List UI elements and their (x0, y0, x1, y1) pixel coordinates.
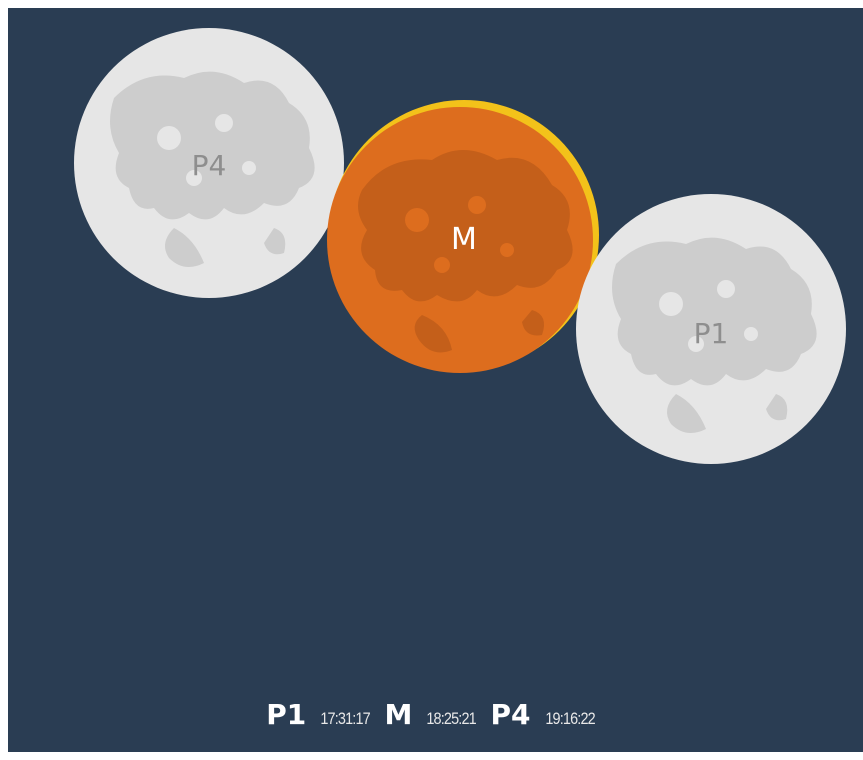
timeline-p1-time: 17:31:17 (320, 709, 371, 728)
eclipse-diagram: P4 M (8, 8, 863, 752)
moon-m-graphic (327, 100, 599, 373)
moon-p1-graphic (576, 194, 846, 464)
moon-label-m: M (451, 222, 477, 257)
timeline-p1-label: P1 (266, 698, 307, 731)
moon-p4-graphic (74, 28, 344, 298)
timeline-p4-label: P4 (490, 698, 531, 731)
contact-timeline: P1 17:31:17 M 18:25:21 P4 19:16:22 (8, 698, 863, 731)
moon-p4: P4 (74, 28, 344, 298)
moon-label-p4: P4 (191, 149, 227, 182)
moon-m: M (327, 100, 601, 374)
moon-label-p1: P1 (693, 317, 729, 350)
timeline-m-time: 18:25:21 (426, 709, 477, 728)
moon-p1: P1 (576, 194, 846, 464)
timeline-m-label: M (384, 698, 413, 731)
timeline-p4-time: 19:16:22 (544, 709, 595, 728)
